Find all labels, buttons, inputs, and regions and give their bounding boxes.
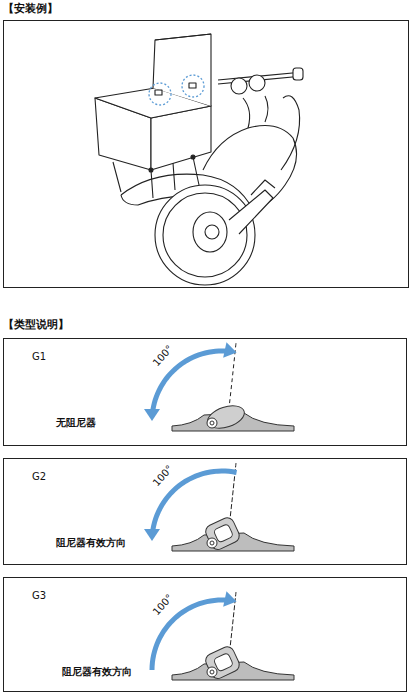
type-description: 阻尼器有效方向 [62, 666, 132, 678]
arrow-head [223, 342, 236, 358]
mirror-light [249, 75, 265, 91]
mirror-light [231, 78, 247, 94]
pin [207, 418, 217, 428]
pin [207, 667, 217, 677]
type-panel: G1 100° 无阻尼器 [3, 338, 407, 446]
hinge-knuckle [203, 645, 241, 681]
section-heading: 【类型说明】 [3, 318, 69, 331]
strap-hook [191, 155, 195, 159]
type-name: G1 [32, 351, 46, 363]
hinge-illustration [4, 339, 406, 445]
install-illustration [3, 20, 409, 288]
knuckle-body [203, 516, 241, 552]
knuckle-body [205, 402, 247, 433]
arrow-head [144, 529, 160, 541]
pin [207, 538, 217, 548]
rear-wheel [155, 185, 255, 285]
pin [210, 541, 214, 545]
type-name: G2 [32, 471, 46, 483]
wheel-axle [205, 225, 219, 239]
arrow-head [223, 591, 236, 607]
rear-wheel [163, 193, 247, 277]
type-description: 阻尼器有效方向 [56, 537, 126, 549]
type-description: 无阻尼器 [56, 417, 96, 429]
footrest [251, 180, 275, 195]
hinge-mark [189, 83, 196, 88]
type-panel: G3 100° 阻尼器有效方向 [3, 577, 407, 692]
pin [210, 670, 214, 674]
strap-hook [149, 168, 153, 172]
hinge-illustration [4, 459, 406, 564]
hinge-knuckle [203, 516, 241, 552]
pin [210, 421, 214, 425]
wheel-hub [193, 212, 227, 252]
type-panel: G2 100° 阻尼器有效方向 [3, 458, 407, 565]
angle-label: 100° [151, 592, 176, 618]
box-lid-edge [155, 34, 211, 40]
hinge-mark [155, 90, 162, 95]
swing-arm [229, 190, 273, 234]
highlight-circle [182, 75, 204, 97]
box-lid [153, 34, 211, 106]
panel-border [4, 21, 409, 288]
motorcycle-drawing [95, 34, 303, 285]
section-heading: 【安装例】 [3, 2, 58, 15]
knuckle-body [203, 645, 241, 681]
angle-label: 100° [151, 463, 176, 489]
highlight-circle [149, 83, 171, 105]
fork [243, 98, 250, 128]
strap [113, 157, 199, 198]
arrow-head [144, 409, 160, 421]
rotation-arrow [144, 342, 237, 421]
type-name: G3 [32, 590, 46, 602]
angle-label: 100° [151, 343, 176, 369]
hinge-knuckle [205, 402, 247, 433]
grip [293, 68, 303, 80]
fork [265, 96, 268, 122]
